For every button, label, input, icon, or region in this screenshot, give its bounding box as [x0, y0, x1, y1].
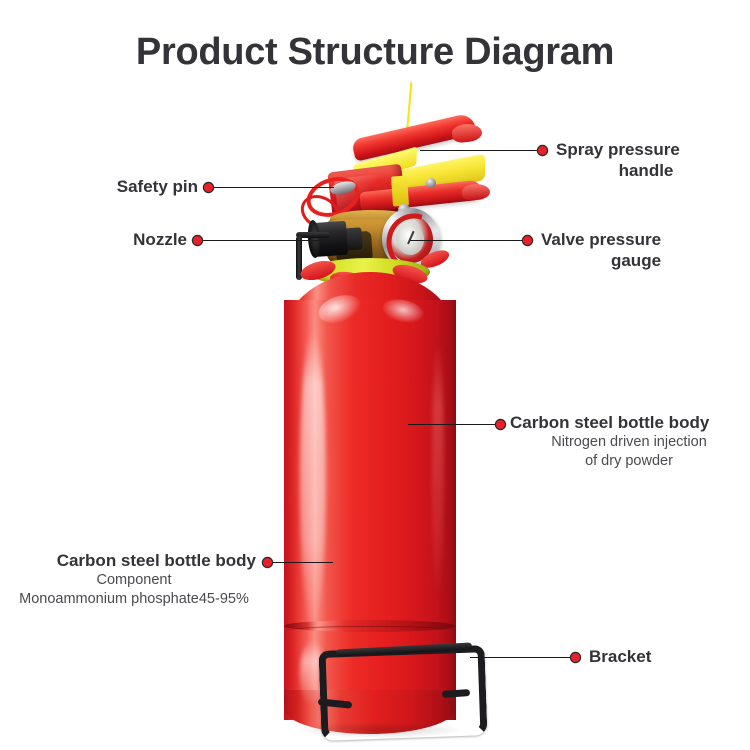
- carry-handle-lower-tip: [461, 183, 491, 201]
- collar-petal-3: [390, 261, 430, 287]
- callout-label-nozzle: Nozzle: [0, 229, 187, 250]
- callout-dot-bracket: [571, 653, 580, 662]
- valve-pressure-gauge-red-zone: [375, 202, 457, 286]
- callout-title-safety-pin: Safety pin: [116, 177, 198, 196]
- valve-pressure-gauge-rim: [377, 204, 445, 274]
- valve-dark-recess: [334, 230, 374, 264]
- bracket-foot-left: [317, 698, 353, 709]
- callout-title2-spray-pressure-handle: handle: [618, 161, 674, 180]
- body-highlight-right: [432, 340, 444, 600]
- callout-sub2-carbon-steel-bottle-body-right: of dry powder: [585, 453, 673, 469]
- valve-pivot-bolt-a: [398, 204, 410, 216]
- valve-trigger-housing-highlight: [334, 172, 394, 214]
- callout-dot-nozzle: [193, 236, 202, 245]
- body-highlight-left: [300, 330, 326, 630]
- callout-sub1-carbon-steel-bottle-body-left: Component: [96, 572, 172, 588]
- callout-label-safety-pin: Safety pin: [0, 176, 198, 197]
- bracket-top-bar: [335, 642, 473, 657]
- safety-pin-metal-clip: [328, 179, 358, 197]
- page-title: Product Structure Diagram: [135, 31, 615, 73]
- callout-title-valve-pressure-gauge: Valve pressure: [541, 230, 662, 249]
- leader-line-carbon-steel-bottle-body-left: [271, 562, 333, 563]
- valve-pressure-gauge-dial: [385, 212, 437, 266]
- callout-dot-valve-pressure-gauge: [523, 236, 532, 245]
- callout-title-bracket: Bracket: [589, 647, 652, 666]
- yellow-tamper-tab: [390, 175, 410, 207]
- leader-line-carbon-steel-bottle-body-right: [408, 424, 500, 425]
- callout-title-carbon-steel-bottle-body-left: Carbon steel bottle body: [56, 551, 256, 570]
- shoulder-highlight-left: [315, 290, 365, 328]
- collar-petal-4: [418, 246, 452, 272]
- side-handle-top: [296, 232, 330, 238]
- callout-title-nozzle: Nozzle: [133, 230, 187, 249]
- tamper-seal-wire: [402, 82, 413, 179]
- safety-pin-ring-lower: [294, 188, 346, 236]
- callout-title-spray-pressure-handle: Spray pressure: [556, 140, 680, 159]
- cylinder-weld-seam-line: [284, 626, 456, 637]
- callout-dot-carbon-steel-bottle-body-left: [263, 558, 272, 567]
- neck-collar-ring: [308, 258, 430, 286]
- base-highlight: [300, 640, 324, 706]
- collar-petal-2: [329, 270, 365, 289]
- collar-petal-5: [355, 275, 389, 290]
- valve-pivot-bolt-c: [352, 212, 361, 221]
- valve-pressure-gauge-needle: [407, 230, 415, 245]
- yellow-tamper-tag: [400, 153, 486, 197]
- callout-label-bracket: Bracket: [589, 646, 739, 667]
- spray-pressure-handle-upper-lever: [351, 112, 477, 162]
- leader-line-valve-pressure-gauge: [410, 240, 526, 241]
- shoulder-highlight-right: [380, 295, 426, 327]
- ground-shadow: [296, 722, 464, 738]
- side-handle-post: [296, 236, 302, 280]
- brass-valve-body: [326, 218, 420, 266]
- spray-pressure-handle-upper-tip: [451, 122, 483, 144]
- callout-title-carbon-steel-bottle-body-right: Carbon steel bottle body: [510, 413, 710, 432]
- callout-dot-safety-pin: [204, 183, 213, 192]
- leader-line-spray-pressure-handle: [420, 150, 542, 151]
- callout-label-carbon-steel-bottle-body-right: Carbon steel bottle body Nitrogen driven…: [510, 412, 748, 471]
- leader-line-safety-pin: [212, 187, 334, 188]
- callout-title2-valve-pressure-gauge: gauge: [610, 251, 662, 270]
- valve-pivot-bolt-b: [426, 178, 436, 188]
- carry-handle-lower-lever: [359, 179, 483, 213]
- safety-pin-ring: [301, 170, 365, 224]
- collar-petal-1: [298, 257, 338, 284]
- callout-sub1-carbon-steel-bottle-body-right: Nitrogen driven injection: [551, 434, 707, 450]
- callout-label-valve-pressure-gauge: Valve pressure gauge: [541, 229, 731, 271]
- callout-dot-spray-pressure-handle: [538, 146, 547, 155]
- valve-pressure-gauge-face: [393, 221, 427, 257]
- callout-sub2-carbon-steel-bottle-body-left: Monoammonium phosphate45-95%: [19, 591, 249, 607]
- nozzle-cone: [309, 220, 349, 258]
- valve-trigger-housing: [327, 163, 407, 221]
- nozzle-mouth: [306, 219, 322, 259]
- bracket-wire-frame: [318, 645, 488, 741]
- callout-label-spray-pressure-handle: Spray pressure handle: [556, 139, 736, 181]
- carbon-steel-bottle-body: [284, 300, 456, 720]
- cylinder-shoulder: [284, 272, 456, 358]
- leader-line-bracket: [470, 657, 574, 658]
- cylinder-base-dome: [284, 690, 456, 734]
- callout-dot-carbon-steel-bottle-body-right: [496, 420, 505, 429]
- callout-label-carbon-steel-bottle-body-left: Carbon steel bottle body Component Monoa…: [12, 550, 256, 609]
- brass-valve-top: [330, 210, 416, 228]
- yellow-tamper-tag-back: [352, 146, 418, 184]
- leader-line-nozzle: [201, 240, 328, 241]
- cylinder-weld-seam: [284, 620, 456, 632]
- nozzle-neck: [341, 227, 363, 251]
- bracket-foot-right: [441, 689, 471, 698]
